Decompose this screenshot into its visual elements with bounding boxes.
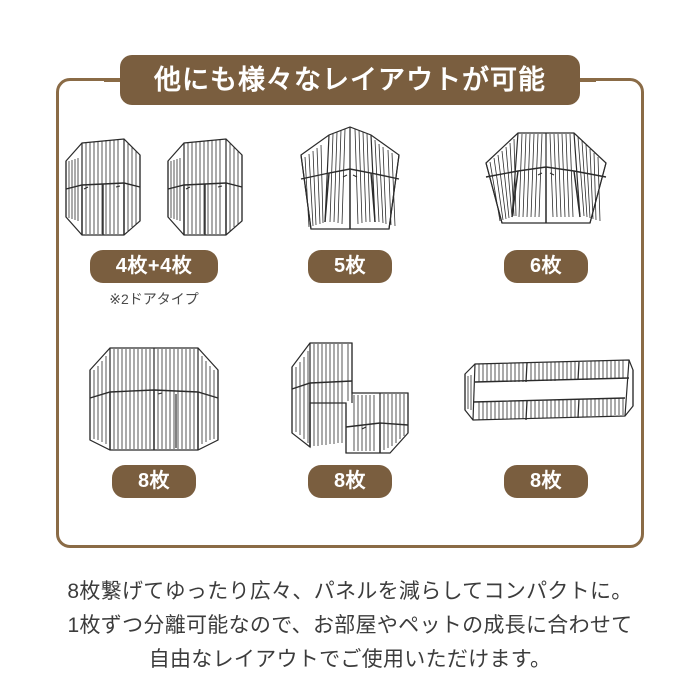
pen-illustration-hexagon xyxy=(478,116,614,244)
layout-cell-8-long: 8枚 xyxy=(448,327,644,542)
layout-cell-5: 5枚 xyxy=(252,112,448,327)
description-line-2: 1枚ずつ分離可能なので、お部屋やペットの成長に合わせて xyxy=(67,614,633,638)
description-text: 8枚繋げてゆったり広々、パネルを減らしてコンパクトに。 1枚ずつ分離可能なので、… xyxy=(0,575,700,677)
pen-illustration-l-shape xyxy=(280,331,420,459)
layout-cell-8-square: 8枚 xyxy=(56,327,252,542)
layout-cell-6: 6枚 xyxy=(448,112,644,327)
layout-grid: 4枚+4枚 ※2ドアタイプ xyxy=(56,112,644,542)
layout-cell-8-l-shape: 8枚 xyxy=(252,327,448,542)
badge-layout-6: 6枚 xyxy=(503,250,589,283)
pen-illustration-two-squares xyxy=(56,116,252,244)
note-layout-4-plus-4: ※2ドアタイプ xyxy=(109,291,199,307)
pen-illustration-pentagon xyxy=(285,116,415,244)
description-line-1: 8枚繋げてゆったり広々、パネルを減らしてコンパクトに。 xyxy=(67,580,633,603)
badge-layout-5: 5枚 xyxy=(307,250,393,283)
badge-layout-8-long: 8枚 xyxy=(503,465,589,498)
description-line-3: 自由なレイアウトでご使用いただけます。 xyxy=(148,648,552,672)
layout-cell-4-plus-4: 4枚+4枚 ※2ドアタイプ xyxy=(56,112,252,327)
badge-layout-8-square: 8枚 xyxy=(111,465,197,498)
pen-illustration-large-square xyxy=(80,331,228,459)
badge-layout-4-plus-4: 4枚+4枚 xyxy=(89,250,219,283)
pen-illustration-long-rectangle xyxy=(453,331,639,459)
badge-layout-8-l-shape: 8枚 xyxy=(307,465,393,498)
